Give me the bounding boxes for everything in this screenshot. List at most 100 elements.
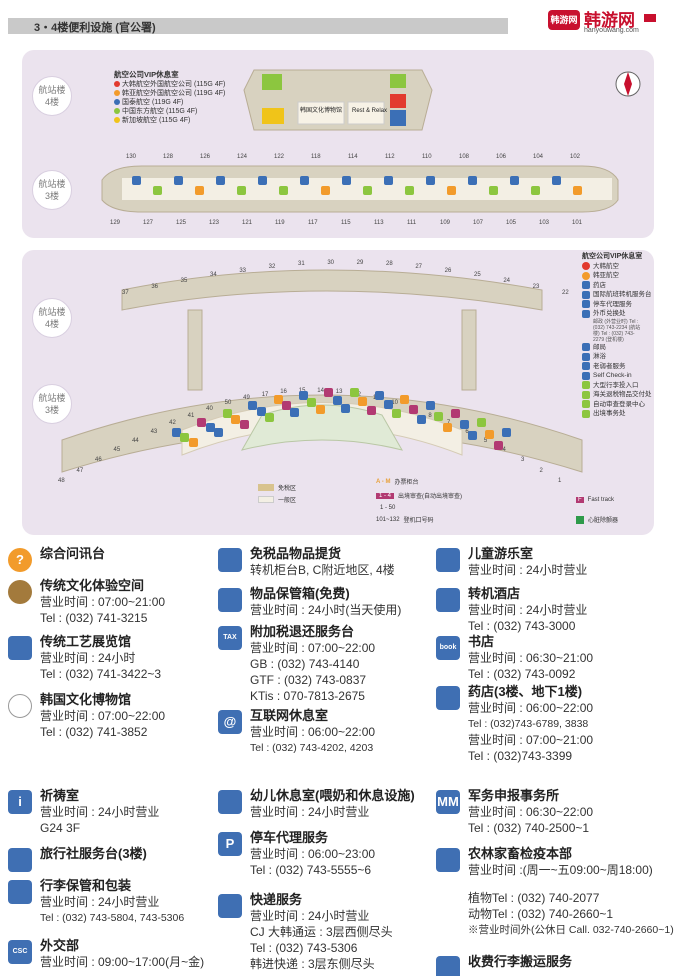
legend-title: 航空公司VIP休息室 [582,253,643,260]
service-icon: TAX [218,626,242,650]
facility-icon[interactable] [307,397,317,407]
facility-icon[interactable] [468,431,478,441]
facility-icon[interactable] [552,176,561,185]
facility-icon[interactable] [172,428,181,437]
facility-icon[interactable] [383,399,393,409]
service-detail: Tel : (032) 743-0092 [468,667,576,681]
service-name: 转机酒店 [468,586,521,601]
facility-icon[interactable] [282,401,291,411]
logo-url: hanyouwang.com [584,27,639,34]
facility-icon[interactable] [366,405,376,415]
legend-label: 韩亚航空 [593,272,619,279]
facility-icon[interactable] [216,176,225,185]
facility-icon[interactable] [197,418,207,428]
facility-icon[interactable] [417,415,427,425]
facility-icon[interactable] [265,413,275,423]
facility-icon[interactable] [222,409,232,419]
facility-icon[interactable] [573,186,582,195]
site-logo[interactable]: 韩游网 韩游网 hanyouwang.com [548,6,658,36]
service-detail: 植物Tel : (032) 740-2077 [468,891,600,905]
gate-label: 126 [200,154,211,160]
facility-icon[interactable] [425,401,435,411]
gate-label: 32 [268,264,276,271]
gate-label: 114 [348,154,358,160]
legend-label: 一般区 [278,498,297,504]
facility-icon[interactable] [214,428,224,438]
facility-icon[interactable] [459,420,469,430]
legend-icon [582,371,590,380]
service-detail: 营业时间 : 24小时 [40,651,136,665]
page-title: 3・4楼便利设施 (官公署) [34,22,156,34]
facility-icon[interactable] [405,186,414,195]
facility-icon[interactable] [248,401,258,411]
facility-icon[interactable] [279,186,288,195]
facility-icon[interactable] [349,388,359,398]
facility-icon[interactable] [531,186,540,195]
legend-label: 出境事务处 [593,410,626,417]
facility-icon[interactable] [174,176,183,185]
facility-icon[interactable] [510,176,519,185]
legend-item: 药店 [582,281,652,291]
facility-icon[interactable] [256,407,266,417]
facility-icon[interactable] [195,186,204,195]
facility-icon[interactable] [468,176,477,185]
gate-label: 25 [474,272,481,279]
service-icon: ? [8,548,32,572]
facility-icon[interactable] [298,390,308,400]
facility-icon[interactable] [426,176,435,185]
facility-icon[interactable] [321,186,330,195]
gate-label: 129 [110,220,121,226]
facility-icon[interactable] [392,409,401,419]
facility-icon[interactable] [408,405,418,415]
facility-icon[interactable] [239,419,249,429]
facility-icon[interactable] [180,432,190,442]
gate-label: 37 [122,290,129,296]
facility-icon[interactable] [300,176,309,185]
facility-icon[interactable] [434,411,444,421]
legend-item: 国际航班转机服务台 [582,290,652,300]
facility-icon[interactable] [188,437,198,447]
vip-lounge-legend: 航空公司VIP休息室 大韩航空外国航空公司 (115G 4F) 韩亚航空外国航空… [114,70,225,125]
floor-bubble-4f-label: 航站楼 4楼 [38,85,66,107]
facility-icon[interactable] [273,395,283,405]
facility-icon[interactable] [315,404,325,414]
facility-icon[interactable] [290,407,300,417]
facility-icon[interactable] [442,422,452,432]
service-name: 停车代理服务 [250,830,329,845]
facility-icon[interactable] [342,176,351,185]
legend-item: 外币兑换处 [582,309,652,319]
facility-icon[interactable] [502,428,511,437]
facility-icon[interactable] [375,390,385,400]
facility-icon[interactable] [205,423,215,433]
logo-badge [644,14,656,22]
legend-label: 登机口号码 [403,518,434,524]
facility-icon[interactable] [476,418,486,428]
facility-icon[interactable] [332,396,342,406]
gate-label: 6 [465,428,469,435]
facility-icon[interactable] [324,388,334,398]
service-name: 传统工艺展览馆 [40,634,132,649]
facility-icon[interactable] [231,414,241,424]
facility-icon[interactable] [384,176,393,185]
vip-legend-item: 中国东方航空 (115G 4F) [114,107,225,116]
facility-icon[interactable] [447,186,456,195]
legend-label: 外币兑换处 [593,310,626,317]
facility-icon[interactable] [341,404,351,414]
facility-icon[interactable] [489,186,498,195]
facility-icon[interactable] [358,396,368,406]
legend-gates: 1 - 50 [380,505,395,511]
facility-icon[interactable] [237,186,246,195]
facility-icon[interactable] [363,186,372,195]
vip-legend-label: 韩亚航空外国航空公司 (119G 4F) [122,90,226,97]
facility-icon[interactable] [132,176,141,185]
facility-icon[interactable] [258,176,267,185]
gate-label: 124 [237,154,248,160]
service-detail: 营业时间 : 24小时营业 [250,805,370,819]
facility-icon[interactable] [493,440,503,450]
facility-icon[interactable] [485,429,495,439]
facility-icon[interactable] [400,395,410,405]
facility-icon[interactable] [451,409,461,419]
facility-icon[interactable] [153,186,162,195]
